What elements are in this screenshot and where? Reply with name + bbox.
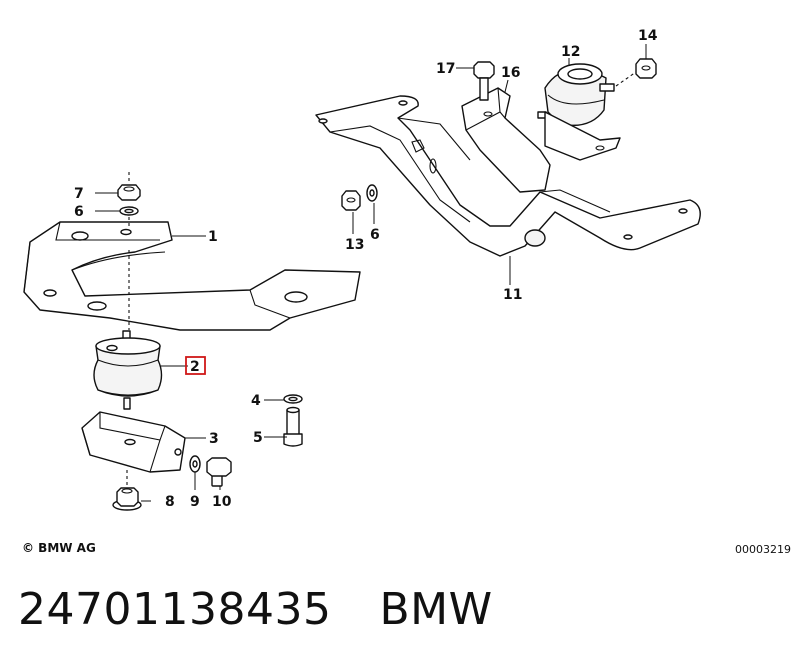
washer-part-6-upper[interactable] bbox=[366, 184, 378, 202]
callout-16: 16 bbox=[501, 65, 520, 81]
callout-2[interactable]: 2 bbox=[190, 359, 200, 375]
part-caption: 24701138435 BMW bbox=[18, 584, 541, 635]
flange-nut-part-8[interactable] bbox=[112, 487, 142, 511]
nut-part-14[interactable] bbox=[635, 58, 657, 79]
brand-name: BMW bbox=[379, 584, 493, 635]
parts-diagram: 1 2 3 4 5 6 6 7 8 9 10 11 12 13 14 16 17 bbox=[23, 28, 701, 511]
engine-mount-part-2[interactable] bbox=[93, 330, 163, 410]
callout-9: 9 bbox=[190, 494, 200, 510]
nut-part-13[interactable] bbox=[341, 190, 361, 211]
callout-14: 14 bbox=[638, 28, 658, 44]
copyright-notice: © BMW AG bbox=[22, 541, 96, 555]
callout-8: 8 bbox=[165, 494, 175, 510]
bolt-part-10[interactable] bbox=[206, 457, 232, 487]
bracket-plate-part-1[interactable] bbox=[23, 221, 361, 331]
bolt-part-5[interactable] bbox=[283, 406, 303, 447]
washer-part-6[interactable] bbox=[119, 206, 139, 216]
callout-12: 12 bbox=[561, 44, 580, 60]
callout-6-lower: 6 bbox=[74, 204, 84, 220]
callout-5: 5 bbox=[253, 430, 263, 446]
washer-part-4[interactable] bbox=[283, 394, 303, 404]
nut-part-7[interactable] bbox=[117, 184, 141, 201]
transmission-mount-part-12[interactable] bbox=[537, 63, 621, 161]
callout-7: 7 bbox=[74, 186, 84, 202]
callout-1: 1 bbox=[208, 229, 218, 245]
crossmember-part-11[interactable] bbox=[315, 95, 701, 257]
diagram-reference-number: 00003219 bbox=[735, 543, 791, 556]
highlight-box-callout-2 bbox=[185, 356, 206, 375]
callout-4: 4 bbox=[251, 393, 261, 409]
cradle-bracket-part-3[interactable] bbox=[81, 411, 186, 473]
callout-13: 13 bbox=[345, 237, 364, 253]
bracket-part-16[interactable] bbox=[461, 87, 551, 193]
bolt-part-17[interactable] bbox=[473, 61, 495, 101]
callout-3: 3 bbox=[209, 431, 219, 447]
part-number: 24701138435 bbox=[18, 584, 332, 635]
washer-part-9[interactable] bbox=[189, 455, 201, 473]
callout-10: 10 bbox=[212, 494, 232, 510]
callout-17: 17 bbox=[436, 61, 455, 77]
callout-11: 11 bbox=[503, 287, 522, 303]
callout-6-upper: 6 bbox=[370, 227, 380, 243]
